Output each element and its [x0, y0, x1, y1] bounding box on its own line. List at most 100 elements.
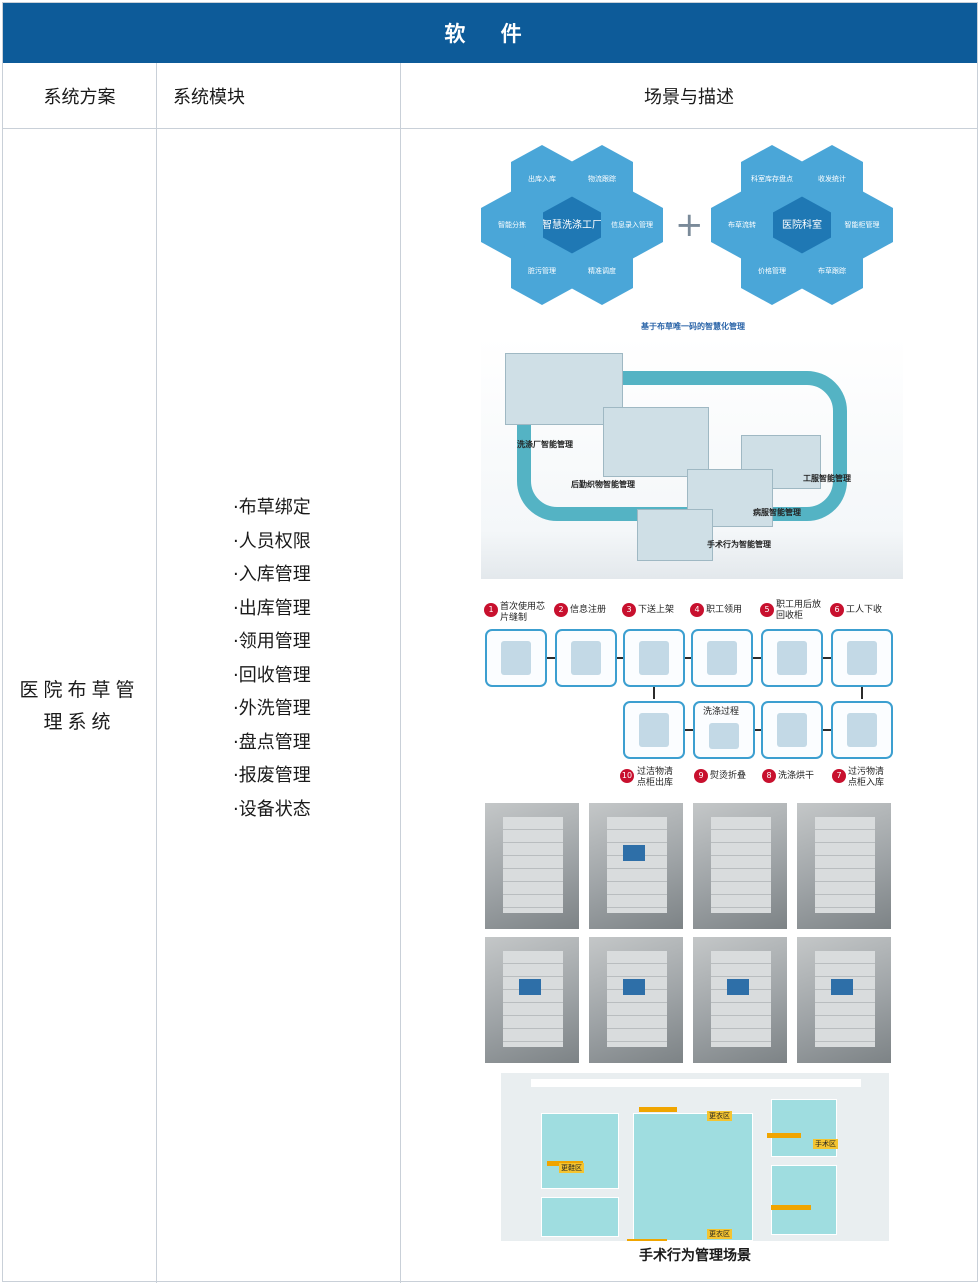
flow-arrow — [617, 657, 623, 659]
flow-arrow — [823, 729, 831, 731]
step-label: 工人下收 — [846, 605, 883, 615]
flow-step-8 — [761, 701, 823, 759]
step-number: 6 — [830, 603, 844, 617]
flow-arrow — [685, 729, 693, 731]
step-label: 过污物清点柜入库 — [848, 767, 885, 788]
flow-step-9: 洗涤过程 — [693, 701, 755, 759]
step-label: 信息注册 — [570, 605, 607, 615]
cabinet-icon — [707, 641, 737, 675]
clean-cabinet-icon — [639, 713, 669, 747]
step-number: 1 — [484, 603, 498, 617]
cabinet-photo — [485, 937, 579, 1063]
module-item: ·布草绑定 — [233, 497, 311, 518]
wash-process-label: 洗涤过程 — [703, 707, 740, 717]
flow-arrow — [639, 1107, 677, 1112]
step-label: 下送上架 — [638, 605, 675, 615]
module-item: ·出库管理 — [233, 597, 311, 619]
flow-step-3 — [623, 629, 685, 687]
step-number: 3 — [622, 603, 636, 617]
room — [771, 1165, 837, 1235]
flow-arrow — [823, 657, 831, 659]
system-name-cell: 医院布草管 理系统 — [3, 129, 157, 1283]
cabinet-photo — [797, 937, 891, 1063]
flow-step-6 — [831, 629, 893, 687]
flow-arrow — [753, 657, 761, 659]
step-label: 职工用后放回收柜 — [776, 600, 822, 621]
cabinet-photo — [693, 937, 787, 1063]
surgery-building — [637, 509, 713, 561]
cabinet-photo — [485, 803, 579, 929]
hex-diagram: 智慧洗涤工厂 出库入库 物流跟踪 智能分拣 信息录入管理 脏污管理 精准调度 +… — [477, 145, 897, 305]
logistics-illustration: 洗涤厂智能管理 后勤织物智能管理 工服智能管理 病服智能管理 手术行为智能管理 — [481, 337, 903, 579]
plus-icon: + — [675, 205, 704, 245]
module-item: ·外洗管理 — [233, 698, 311, 719]
table-header-row: 系统方案 系统模块 场景与描述 — [3, 63, 977, 129]
step-number: 2 — [554, 603, 568, 617]
cabinet-photo — [797, 803, 891, 929]
step-label: 过洁物清点柜出库 — [637, 767, 674, 788]
cabinet-photo — [693, 803, 787, 929]
module-item: ·报废管理 — [233, 765, 311, 786]
delivery-icon — [639, 641, 669, 675]
iso-label-surgery: 手术行为智能管理 — [707, 540, 771, 549]
hex-caption: 基于布草唯一码的智慧化管理 — [641, 322, 745, 331]
scene-cell: 智慧洗涤工厂 出库入库 物流跟踪 智能分拣 信息录入管理 脏污管理 精准调度 +… — [401, 129, 977, 1283]
module-item: ·设备状态 — [233, 798, 311, 820]
step-label: 职工领用 — [706, 605, 743, 615]
garment-icon — [501, 641, 531, 675]
surgery-scene-illustration: 更衣区 手术区 更鞋区 更衣区 手术行为管理场景 — [501, 1073, 889, 1271]
step-number: 7 — [832, 769, 846, 783]
module-item: ·回收管理 — [233, 664, 311, 686]
logistics-building — [603, 407, 709, 477]
module-cell: ·布草绑定 ·人员权限 ·入库管理 ·出库管理 ·领用管理 ·回收管理 ·外洗管… — [157, 129, 401, 1283]
step-number: 8 — [762, 769, 776, 783]
zone-tag: 更鞋区 — [559, 1163, 584, 1173]
header-system-plan: 系统方案 — [3, 63, 157, 129]
flow-step-5 — [761, 629, 823, 687]
return-cabinet-icon — [777, 641, 807, 675]
module-item: ·入库管理 — [233, 564, 311, 585]
flow-step-10 — [623, 701, 685, 759]
flow-arrow — [685, 657, 691, 659]
header-system-module: 系统模块 — [157, 63, 401, 129]
step-number: 5 — [760, 603, 774, 617]
module-list: ·布草绑定 ·人员权限 ·入库管理 ·出库管理 ·领用管理 ·回收管理 ·外洗管… — [233, 491, 311, 826]
header-scene-description: 场景与描述 — [644, 87, 734, 108]
flow-step-4 — [691, 629, 753, 687]
zone-tag: 手术区 — [813, 1139, 838, 1149]
cabinet-photo — [589, 803, 683, 929]
washer-icon — [777, 713, 807, 747]
step-label: 熨烫折叠 — [710, 771, 747, 781]
flow-arrow — [547, 657, 555, 659]
flow-step-1 — [485, 629, 547, 687]
module-item: ·盘点管理 — [233, 731, 311, 753]
step-label: 首次使用芯片缝制 — [500, 602, 546, 623]
system-name-line2: 理系统 — [43, 711, 116, 733]
room — [541, 1197, 619, 1237]
module-item: ·人员权限 — [233, 530, 311, 552]
step-label: 洗涤烘干 — [778, 771, 815, 781]
process-flow: 1 首次使用芯片缝制 2 信息注册 3 下送上架 4 职工领用 5 职工用后放回… — [481, 599, 901, 795]
flow-arrow — [861, 687, 863, 699]
iso-label-logistics: 后勤织物智能管理 — [571, 480, 635, 489]
step-number: 9 — [694, 769, 708, 783]
cabinet-photo — [589, 937, 683, 1063]
table-title: 软 件 — [3, 3, 977, 63]
flow-step-7 — [831, 701, 893, 759]
surgery-scene-title: 手术行为管理场景 — [501, 1241, 889, 1271]
dirty-cabinet-icon — [847, 713, 877, 747]
laundry-bag-icon — [847, 641, 877, 675]
iso-label-ward: 病服智能管理 — [753, 508, 801, 517]
flow-step-2 — [555, 629, 617, 687]
computer-icon — [571, 641, 601, 675]
table-body-row: 医院布草管 理系统 ·布草绑定 ·人员权限 ·入库管理 ·出库管理 ·领用管理 … — [3, 129, 977, 1283]
ironing-icon — [709, 723, 739, 749]
flow-arrow — [653, 687, 655, 699]
wall — [531, 1079, 861, 1087]
zone-tag: 更衣区 — [707, 1229, 732, 1239]
flow-arrow — [767, 1133, 801, 1138]
iso-label-uniform: 工服智能管理 — [803, 474, 851, 483]
flow-arrow — [755, 729, 761, 731]
iso-label-laundry: 洗涤厂智能管理 — [517, 440, 573, 449]
